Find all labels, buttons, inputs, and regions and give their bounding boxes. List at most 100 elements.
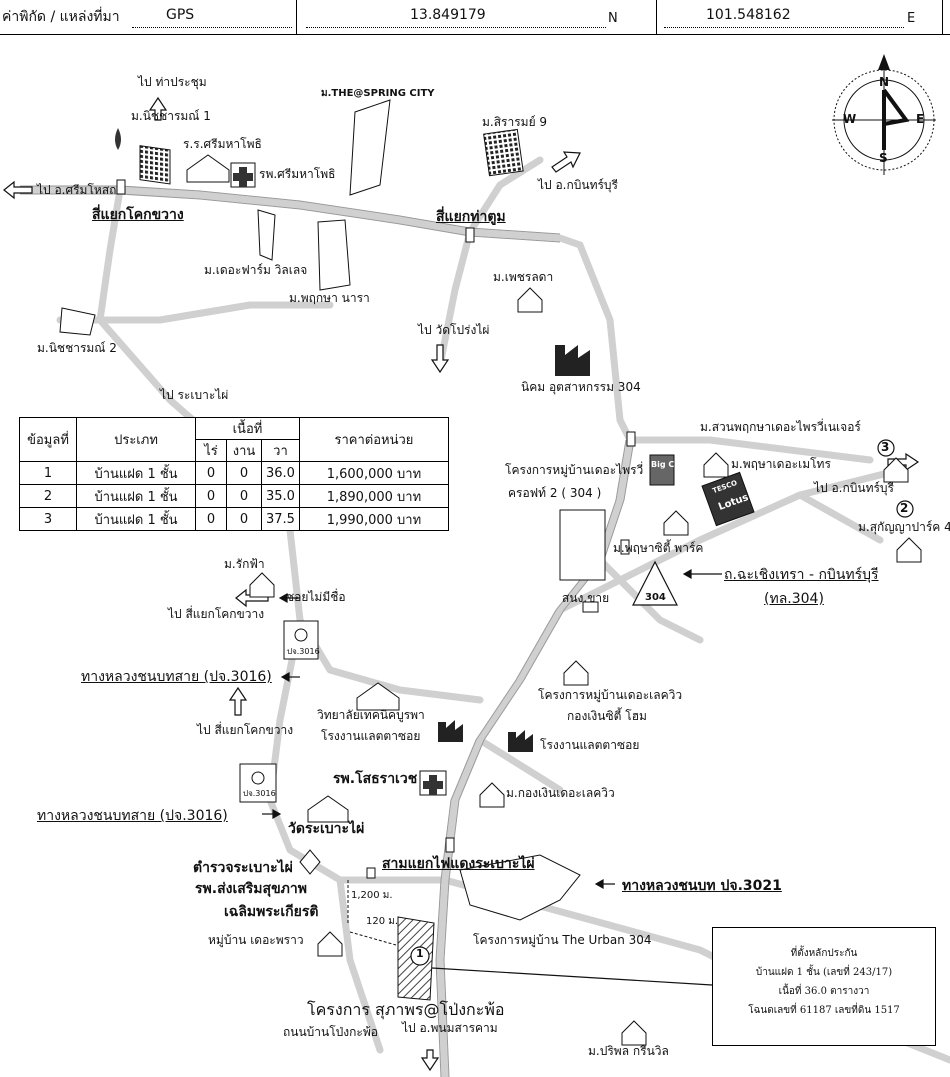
- sign-3016-text-1: ปจ.3016: [287, 647, 320, 656]
- label-project-privy: โครงการหมู่บ้านเดอะไพรวี่: [505, 463, 644, 477]
- emblem-icon: [115, 128, 121, 150]
- house-icon-sukanya: [896, 537, 922, 563]
- th-type: ประเภท: [76, 417, 196, 462]
- house-icon-phetchrada: [517, 287, 543, 313]
- label-project-privy-2: ครอฟท์ 2 ( 304 ): [508, 486, 602, 500]
- condo-nichcharm-1: [139, 145, 171, 185]
- arrow-down-wat-prong: [430, 344, 450, 374]
- table-row: 2 บ้านแฝด 1 ชั้น 0 0 35.0 1,890,000 บาท: [19, 484, 449, 508]
- cell-type: บ้านแฝด 1 ชั้น: [76, 484, 196, 508]
- cell-price: 1,990,000 บาท: [298, 507, 449, 531]
- label-soi-no-name: ซอยไม่มีชื่อ: [286, 590, 346, 604]
- table-row: 1 บ้านแฝด 1 ชั้น 0 0 36.0 1,600,000 บาท: [19, 461, 449, 485]
- label-m-sukanya: ม.สุกัญญาปาร์ค 4: [858, 520, 950, 534]
- marker-1-label: 1: [416, 947, 424, 960]
- label-school-srimahaphot: ร.ร.ศรีมหาโพธิ: [183, 137, 262, 151]
- police-icon: [299, 849, 321, 875]
- coordinate-source: GPS: [166, 7, 195, 23]
- tesco-lotus-logo: [701, 471, 755, 527]
- house-icon-fund-lake: [479, 782, 505, 808]
- big-c-logo-text: Big C: [651, 460, 675, 469]
- school-icon-srimahaphot: [186, 154, 230, 183]
- pointer-arrows: [262, 568, 722, 890]
- label-junction-khok-khwang: สี่แยกโคกขวาง: [92, 207, 184, 223]
- label-junction-tha-tum: สี่แยกท่าตูม: [436, 209, 506, 225]
- house-icon-lake-view: [563, 660, 589, 686]
- house-icon-rakfa: [249, 572, 275, 598]
- cell-rai: 0: [195, 484, 227, 508]
- label-m-phruksa-metro: ม.พฤษาเดอะเมโทร: [731, 457, 831, 471]
- label-m-priphon: ม.ปริพล กรีนวิล: [588, 1044, 669, 1058]
- collateral-line-1: ที่ตั้งหลักประกัน: [790, 948, 858, 959]
- road-tha-tum-south: [436, 228, 474, 369]
- label-to-ra-bao-phai: ไป ระเบาะไผ่: [160, 388, 229, 402]
- leader-line: [431, 967, 713, 986]
- label-to-kabinburi-top: ไป อ.กบินทร์บุรี: [538, 178, 618, 192]
- road-304-diagonal: [436, 436, 634, 1077]
- label-m-phruksa-nara: ม.พฤกษา นารา: [289, 291, 370, 305]
- collateral-line-2: บ้านแฝด 1 ชั้น (เลขที่ 243/17): [755, 967, 893, 978]
- label-to-wat-prong-phai: ไป วัดโปร่งไผ่: [418, 323, 490, 337]
- compass-n: N: [879, 75, 890, 89]
- label-304-shield: 304: [645, 592, 666, 603]
- arrow-up-khok-khwang-2: [228, 686, 248, 716]
- parcels: [59, 99, 606, 921]
- road-khok-khwang-tha-tum: [16, 186, 584, 249]
- cell-type: บ้านแฝด 1 ชั้น: [76, 507, 196, 531]
- direction-arrows: [3, 96, 920, 1072]
- label-project-main: โครงการ สุภาพร@โป่งกะพ้อ: [307, 1000, 505, 1019]
- label-to-khok-khwang-1: ไป สี่แยกโคกขวาง: [168, 607, 265, 621]
- label-m-suan-phruksa: ม.สวนพฤกษาเดอะไพรวี่เนเจอร์: [700, 420, 861, 434]
- collateral-line-3: เนื้อที่ 36.0 ตารางวา: [778, 986, 870, 997]
- label-m-city-park: ม.พฤษาซิตี้ พาร์ค: [613, 541, 704, 555]
- label-fund-city-home: กองเงินซิตี้ โฮม: [567, 709, 647, 723]
- label-road-pong-ka-pho: ถนนบ้านโป่งกะพ้อ: [283, 1025, 378, 1039]
- hospital-icons: [230, 162, 447, 796]
- label-road-3016-a: ทางหลวงชนบทสาย (ปจ.3016): [81, 669, 272, 685]
- th-ngan: งาน: [226, 439, 262, 462]
- parcel-the-farm: [257, 209, 276, 261]
- cell-no: 2: [19, 484, 77, 508]
- road-3016-main: [286, 526, 484, 704]
- label-road-304-code: (ทล.304): [764, 591, 824, 607]
- factory-icon-latta-1: [438, 720, 463, 742]
- roads: [16, 156, 950, 1077]
- latitude-suffix: N: [608, 11, 618, 26]
- table-row: 3 บ้านแฝด 1 ชั้น 0 0 37.5 1,990,000 บาท: [19, 507, 449, 531]
- arrow-ne-kabinburi: [551, 151, 581, 173]
- cell-no: 1: [19, 461, 77, 485]
- road-304-main: [576, 241, 874, 464]
- highway-304-shield: [632, 560, 678, 606]
- th-no: ข้อมูลที่: [19, 417, 77, 462]
- label-hospital-srimahaphot: รพ.ศรีมหาโพธิ: [259, 167, 336, 181]
- cell-no: 3: [19, 507, 77, 531]
- cell-rai: 0: [195, 461, 227, 485]
- big-c-logo: [649, 454, 675, 486]
- road-pong-ka-pho: [336, 876, 384, 1054]
- house-icon-city-park: [663, 510, 689, 536]
- marker-3-label: 3: [881, 440, 890, 454]
- house-icon-the-prao: [317, 931, 343, 957]
- th-wa: วา: [261, 439, 300, 462]
- label-factory-2: โรงงานแลตตาซอย: [540, 738, 640, 752]
- label-road-3021: ทางหลวงชนบท ปจ.3021: [622, 878, 782, 894]
- house-icon-phruksa-metro: [703, 452, 729, 478]
- cell-rai: 0: [195, 507, 227, 531]
- marker-2-label: 2: [900, 501, 909, 515]
- th-rai: ไร่: [195, 439, 227, 462]
- label-industrial-304: นิคม อุตสาหกรรม 304: [521, 380, 641, 394]
- road-sign-icons: [116, 179, 636, 879]
- label-m-siraram-9: ม.สิรารมย์ 9: [482, 115, 548, 129]
- label-wat-ra-bao-phai: วัดระเบาะไผ่: [288, 821, 365, 837]
- label-project-urban-304: โครงการหมู่บ้าน The Urban 304: [473, 933, 652, 947]
- label-junction-traffic: สามแยกไฟแดงระเบาะไผ่: [382, 856, 535, 872]
- label-road-304-name: ถ.ฉะเชิงเทรา - กบินทร์บุรี: [724, 567, 879, 583]
- house-icons: [186, 154, 922, 1046]
- label-to-tha-prachum: ไป ท่าประชุม: [138, 75, 207, 89]
- arrow-down-phanom: [420, 1049, 440, 1072]
- parcel-spring-city: [349, 99, 391, 196]
- label-road-3016-b: ทางหลวงชนบทสาย (ปจ.3016): [37, 808, 228, 824]
- road-sukanya: [796, 491, 884, 544]
- compass-w: W: [843, 112, 857, 126]
- factory-icon-latta-2: [508, 730, 533, 752]
